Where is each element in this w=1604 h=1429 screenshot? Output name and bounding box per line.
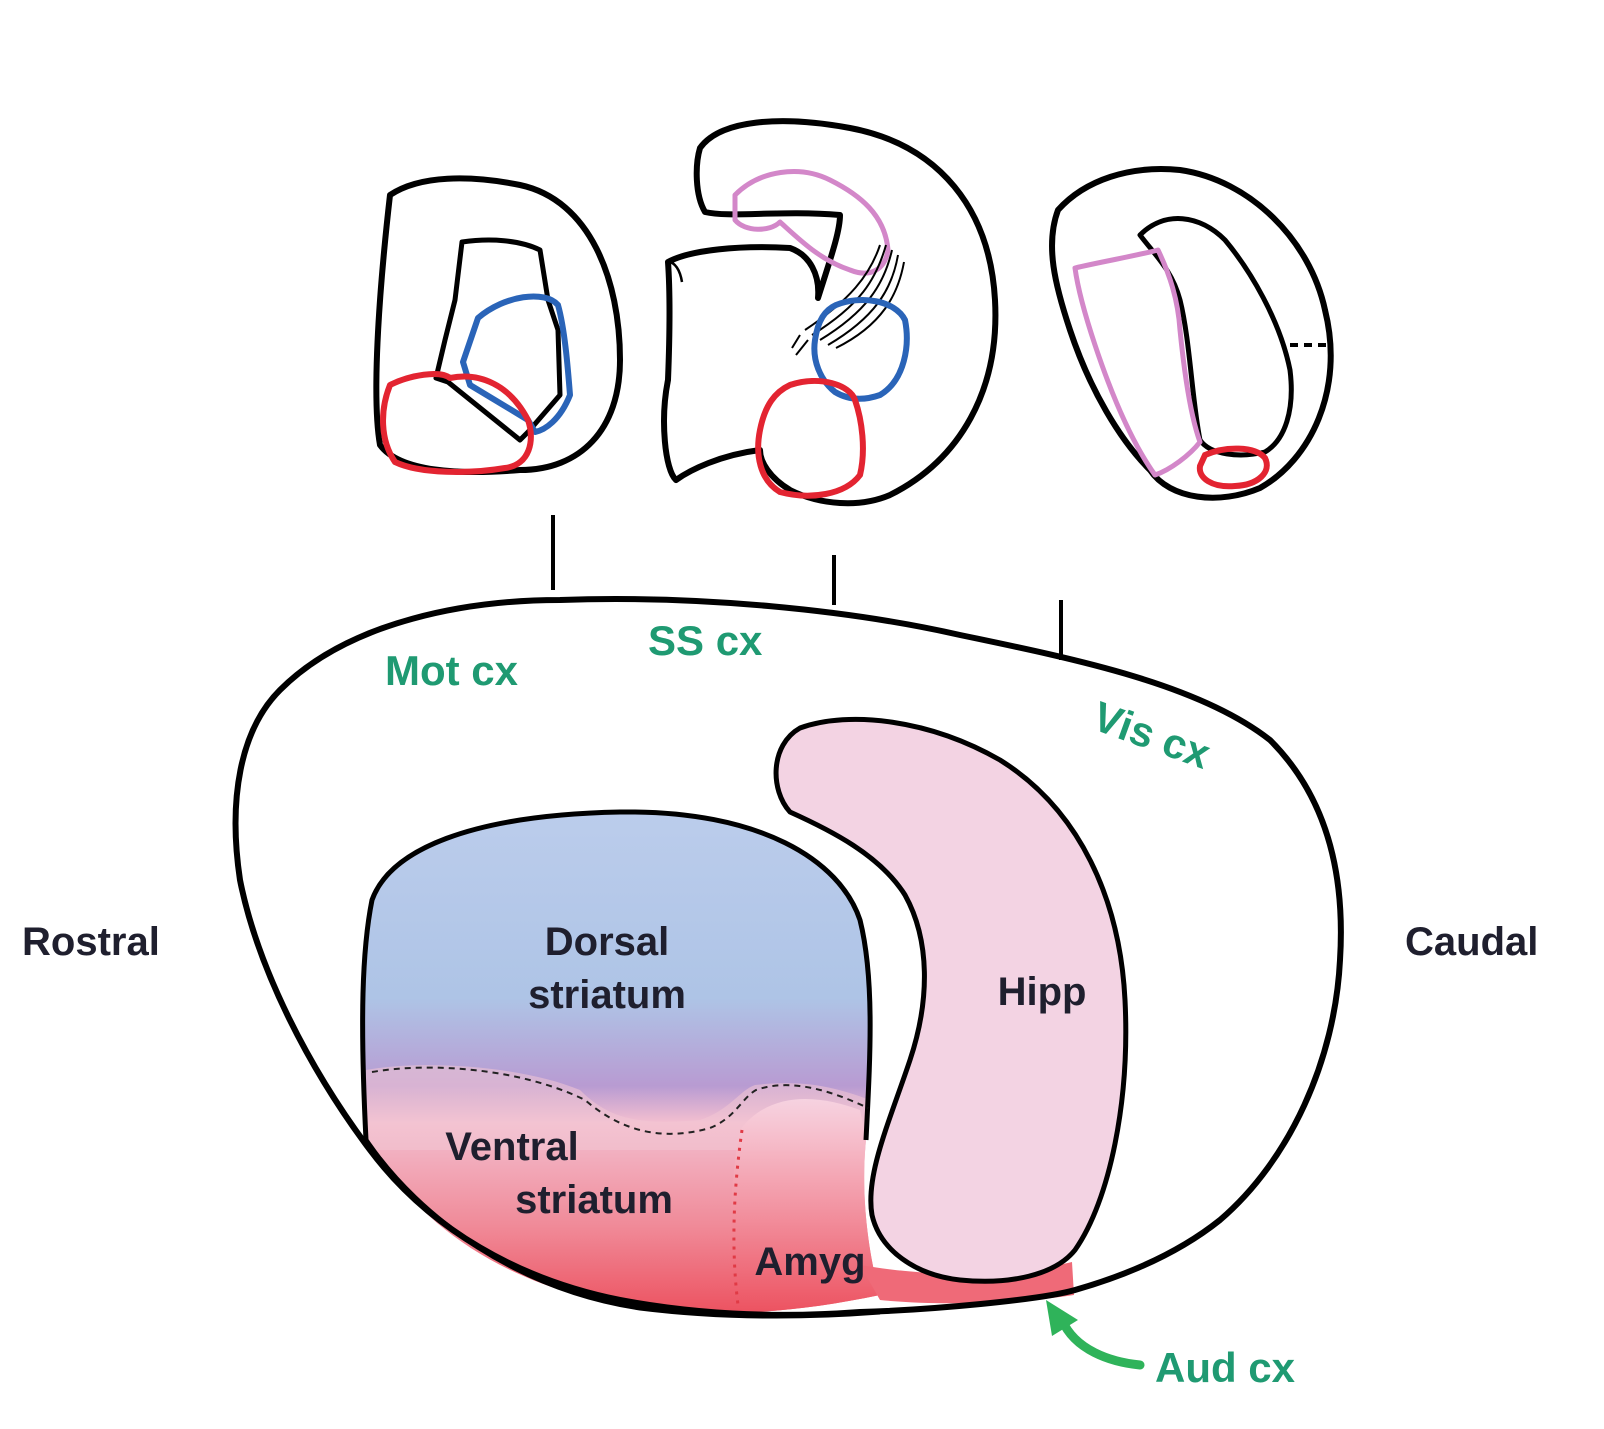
- label-vis-cx: Vis cx: [1087, 692, 1217, 778]
- label-ventral-striatum-2: striatum: [515, 1178, 673, 1222]
- label-ss-cx: SS cx: [648, 617, 763, 664]
- coronal-section-middle: [664, 121, 995, 503]
- label-rostral: Rostral: [22, 920, 160, 964]
- label-mot-cx: Mot cx: [385, 647, 519, 694]
- aud-cx-arrow: [1046, 1300, 1140, 1365]
- section2-pink-region: [735, 172, 888, 274]
- label-dorsal-striatum-1: Dorsal: [545, 920, 670, 964]
- section3-pink-region: [1075, 250, 1200, 475]
- brain-lateral-view: [236, 599, 1341, 1320]
- label-amyg: Amyg: [754, 1240, 865, 1284]
- label-hipp: Hipp: [998, 970, 1087, 1014]
- coronal-section-caudal: [1052, 169, 1331, 498]
- label-ventral-striatum-1: Ventral: [445, 1125, 578, 1169]
- label-caudal: Caudal: [1405, 920, 1538, 964]
- coronal-section-rostral: [376, 178, 620, 472]
- label-aud-cx: Aud cx: [1155, 1344, 1296, 1391]
- label-dorsal-striatum-2: striatum: [528, 973, 686, 1017]
